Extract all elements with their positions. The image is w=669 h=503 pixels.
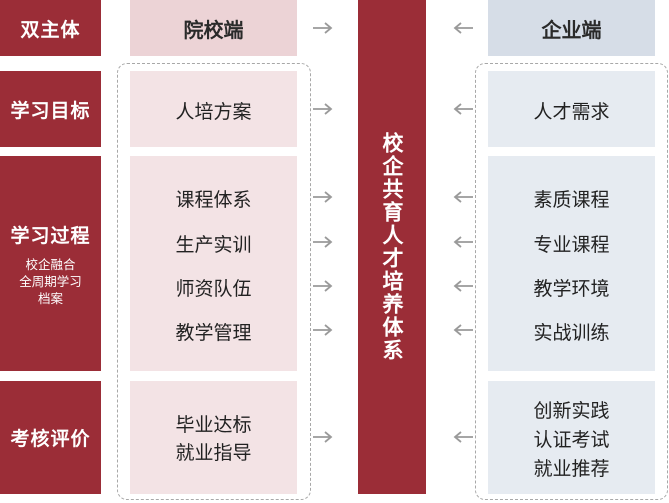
row-label-eval: 考核评价 [0,381,101,494]
enterprise-item: 实战训练 [533,322,610,344]
enterprise-item: 人才需求 [533,101,610,123]
row-label-process: 学习过程 校企融合 全周期学习 档案 [0,156,101,371]
school-eval-panel [130,381,297,494]
center-title: 校企共育人才培养体系 [380,132,404,362]
row-label-text: 学习目标 [10,99,91,122]
enterprise-item: 创新实践 [533,400,610,422]
school-item: 毕业达标 [175,414,252,436]
school-header: 院校端 [130,0,297,56]
row-label-text: 双主体 [20,18,81,41]
school-process-panel [130,156,297,371]
enterprise-item: 就业推荐 [533,458,610,480]
arrow-right-icon [313,191,333,203]
arrow-right-icon [313,280,333,292]
school-item: 课程体系 [175,189,252,211]
school-item: 生产实训 [175,234,252,256]
school-item: 师资队伍 [175,278,252,300]
arrow-left-icon [453,431,473,443]
center-system-bar: 校企共育人才培养体系 [358,0,426,494]
arrow-right-icon [313,22,333,34]
row-label-text: 考核评价 [10,428,91,450]
arrow-left-icon [453,280,473,292]
enterprise-dashed-group [475,63,668,500]
school-item: 教学管理 [175,322,252,344]
enterprise-eval-panel [488,381,655,494]
enterprise-item: 认证考试 [533,429,610,451]
arrow-left-icon [453,191,473,203]
school-item: 人培方案 [175,101,252,123]
school-header-text: 院校端 [183,17,244,42]
school-dashed-group [117,63,311,500]
arrow-left-icon [453,22,473,34]
enterprise-item: 素质课程 [533,189,610,211]
arrow-right-icon [313,431,333,443]
sub-line: 校企融合 [25,256,76,272]
arrow-left-icon [453,324,473,336]
arrow-left-icon [453,103,473,115]
enterprise-item: 专业课程 [533,234,610,256]
enterprise-process-panel [488,156,655,371]
enterprise-header: 企业端 [488,0,655,56]
row-label-dual-subject: 双主体 [0,0,101,56]
sub-line: 全周期学习 [19,273,82,289]
sub-line: 档案 [37,290,63,306]
enterprise-goal-panel [488,71,655,147]
arrow-left-icon [453,236,473,248]
arrow-right-icon [313,103,333,115]
arrow-right-icon [313,236,333,248]
row-label-text: 学习过程 [10,224,91,247]
row-label-goal: 学习目标 [0,71,101,147]
enterprise-header-text: 企业端 [541,17,602,42]
school-item: 就业指导 [175,442,252,464]
arrow-right-icon [313,324,333,336]
enterprise-item: 教学环境 [533,278,610,300]
row-label-sub: 校企融合 全周期学习 档案 [19,256,82,307]
school-goal-panel [130,71,297,147]
